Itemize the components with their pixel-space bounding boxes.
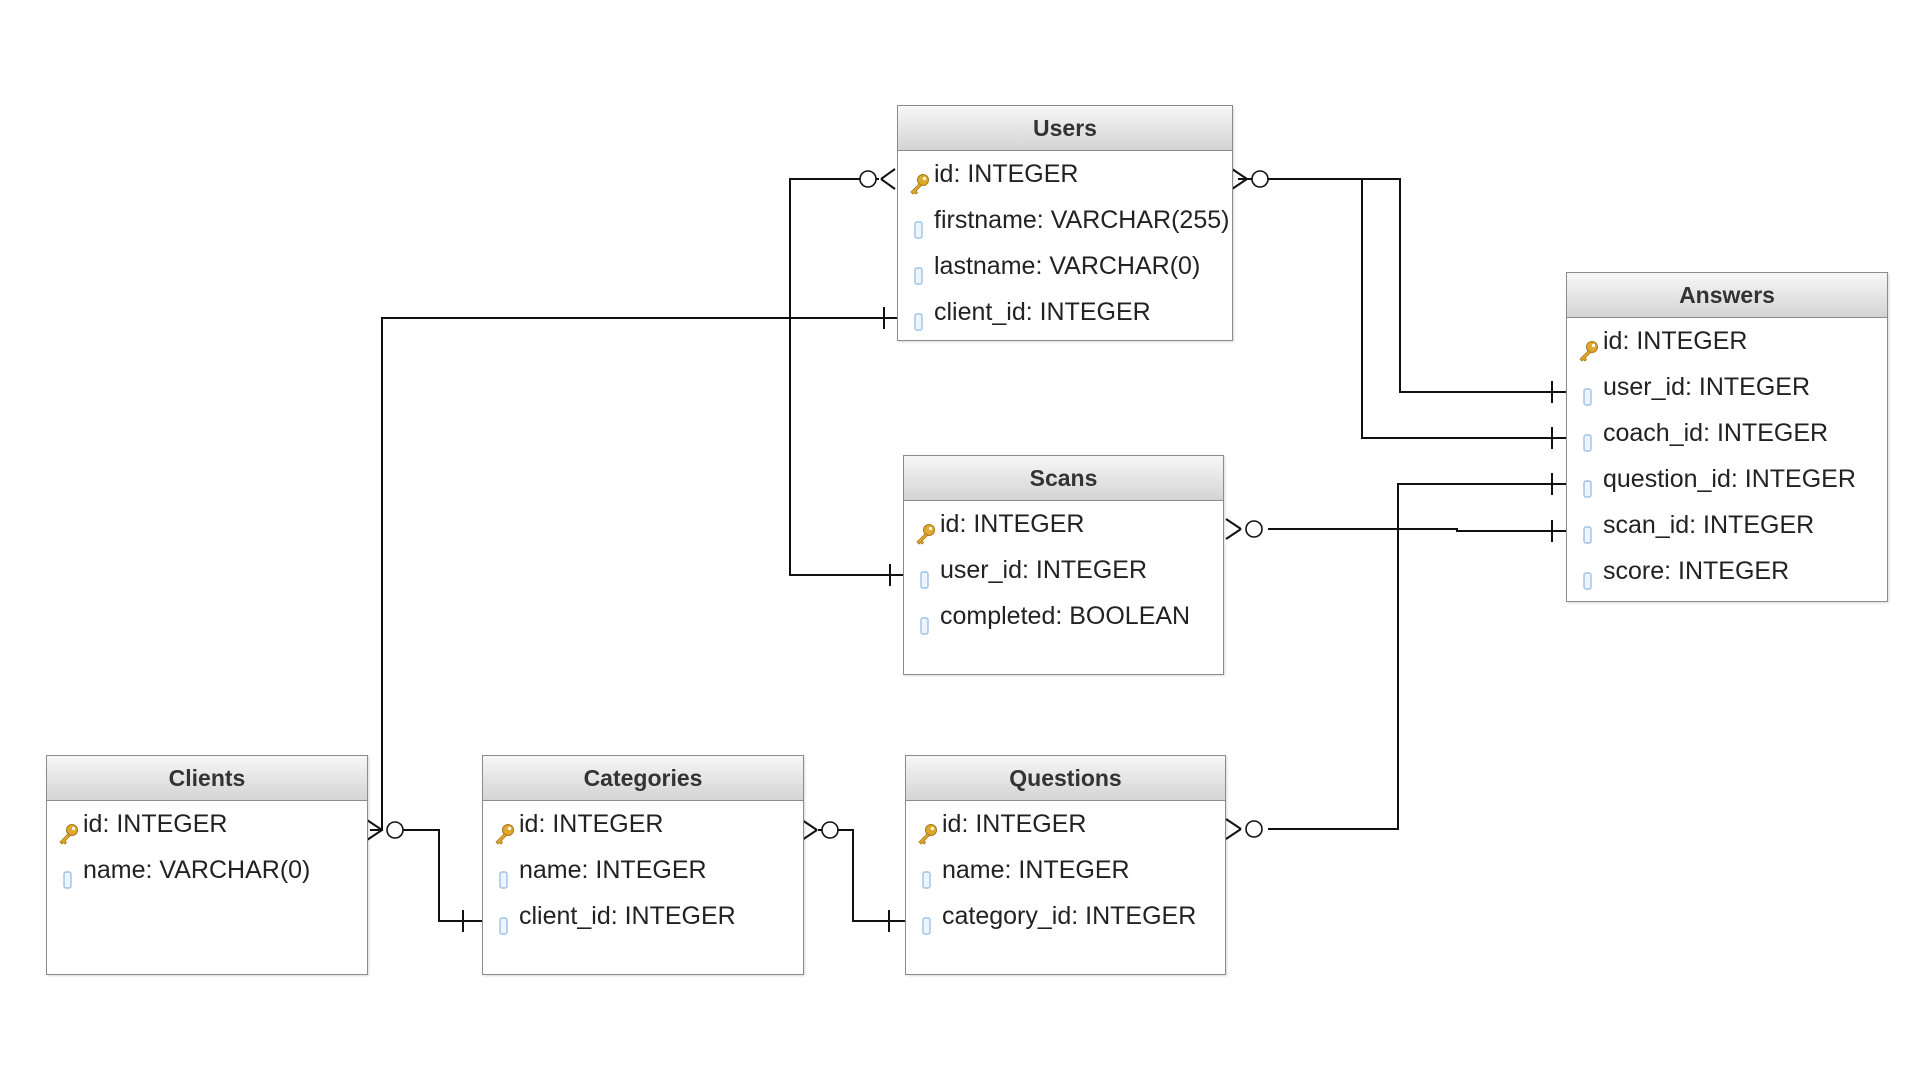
field-row[interactable]: id: INTEGER xyxy=(483,801,803,847)
column-icon xyxy=(1577,469,1599,498)
field-label: name: VARCHAR(0) xyxy=(83,856,311,884)
relationship-scans-users xyxy=(789,168,903,586)
field-row[interactable]: id: INTEGER xyxy=(47,801,367,847)
column-icon xyxy=(916,860,938,889)
field-label: name: INTEGER xyxy=(942,856,1130,884)
field-row[interactable]: id: INTEGER xyxy=(906,801,1225,847)
field-row[interactable]: coach_id: INTEGER xyxy=(1567,410,1887,456)
field-row[interactable]: id: INTEGER xyxy=(898,151,1232,197)
entity-title-answers: Answers xyxy=(1567,273,1887,318)
entity-clients[interactable]: Clients id: INTEGER name: VARCHAR(0) xyxy=(46,755,368,975)
field-row[interactable]: scan_id: INTEGER xyxy=(1567,502,1887,548)
field-label: id: INTEGER xyxy=(934,160,1079,188)
entity-title-questions: Questions xyxy=(906,756,1225,801)
column-icon xyxy=(57,860,79,889)
field-row[interactable]: user_id: INTEGER xyxy=(904,547,1223,593)
entity-title-users: Users xyxy=(898,106,1232,151)
entity-title-scans: Scans xyxy=(904,456,1223,501)
field-row[interactable]: client_id: INTEGER xyxy=(898,289,1232,335)
column-icon xyxy=(914,606,936,635)
column-icon xyxy=(493,860,515,889)
field-label: client_id: INTEGER xyxy=(934,298,1151,326)
field-row[interactable]: id: INTEGER xyxy=(904,501,1223,547)
field-row[interactable]: score: INTEGER xyxy=(1567,548,1887,594)
entity-title-categories: Categories xyxy=(483,756,803,801)
entity-users[interactable]: Users id: INTEGER firstname: VARCHAR(255)… xyxy=(897,105,1233,341)
field-label: lastname: VARCHAR(0) xyxy=(934,252,1201,280)
field-label: id: INTEGER xyxy=(940,510,1085,538)
field-label: score: INTEGER xyxy=(1603,557,1790,585)
field-label: client_id: INTEGER xyxy=(519,902,736,930)
field-row[interactable]: firstname: VARCHAR(255) xyxy=(898,197,1232,243)
key-icon xyxy=(914,514,936,545)
key-icon xyxy=(493,814,515,845)
field-label: scan_id: INTEGER xyxy=(1603,511,1815,539)
relationship-users-clients xyxy=(366,307,897,841)
column-icon xyxy=(908,210,930,239)
field-row[interactable]: name: VARCHAR(0) xyxy=(47,847,367,893)
relationship-questions-categories xyxy=(801,819,905,932)
field-row[interactable]: client_id: INTEGER xyxy=(483,893,803,939)
field-label: id: INTEGER xyxy=(519,810,664,838)
relationship-answers-question xyxy=(1225,473,1566,840)
column-icon xyxy=(1577,561,1599,590)
field-row[interactable]: name: INTEGER xyxy=(906,847,1225,893)
column-icon xyxy=(1577,377,1599,406)
relationship-answers-scan xyxy=(1225,518,1566,542)
field-label: id: INTEGER xyxy=(1603,327,1748,355)
field-label: completed: BOOLEAN xyxy=(940,602,1191,630)
column-icon xyxy=(916,906,938,935)
field-row[interactable]: completed: BOOLEAN xyxy=(904,593,1223,639)
column-icon xyxy=(493,906,515,935)
field-label: category_id: INTEGER xyxy=(942,902,1197,930)
column-icon xyxy=(914,560,936,589)
relationship-answers-user xyxy=(1238,178,1566,403)
entity-answers[interactable]: Answers id: INTEGER user_id: INTEGER coach… xyxy=(1566,272,1888,602)
field-label: coach_id: INTEGER xyxy=(1603,419,1829,447)
field-row[interactable]: id: INTEGER xyxy=(1567,318,1887,364)
entity-questions[interactable]: Questions id: INTEGER name: INTEGER catego… xyxy=(905,755,1226,975)
field-row[interactable]: lastname: VARCHAR(0) xyxy=(898,243,1232,289)
field-row[interactable]: name: INTEGER xyxy=(483,847,803,893)
relationship-answers-coach xyxy=(1231,168,1566,449)
key-icon xyxy=(57,814,79,845)
field-row[interactable]: category_id: INTEGER xyxy=(906,893,1225,939)
field-label: question_id: INTEGER xyxy=(1603,465,1856,493)
column-icon xyxy=(1577,515,1599,544)
field-label: name: INTEGER xyxy=(519,856,707,884)
relationship-categories-clients xyxy=(403,829,482,932)
column-icon xyxy=(1577,423,1599,452)
field-label: firstname: VARCHAR(255) xyxy=(934,206,1230,234)
field-label: id: INTEGER xyxy=(83,810,228,838)
column-icon xyxy=(908,302,930,331)
field-row[interactable]: question_id: INTEGER xyxy=(1567,456,1887,502)
field-label: user_id: INTEGER xyxy=(1603,373,1811,401)
column-icon xyxy=(908,256,930,285)
key-icon xyxy=(1577,331,1599,362)
entity-title-clients: Clients xyxy=(47,756,367,801)
field-label: id: INTEGER xyxy=(942,810,1087,838)
field-label: user_id: INTEGER xyxy=(940,556,1148,584)
entity-categories[interactable]: Categories id: INTEGER name: INTEGER clien… xyxy=(482,755,804,975)
entity-scans[interactable]: Scans id: INTEGER user_id: INTEGER complet… xyxy=(903,455,1224,675)
key-icon xyxy=(908,164,930,195)
field-row[interactable]: user_id: INTEGER xyxy=(1567,364,1887,410)
key-icon xyxy=(916,814,938,845)
